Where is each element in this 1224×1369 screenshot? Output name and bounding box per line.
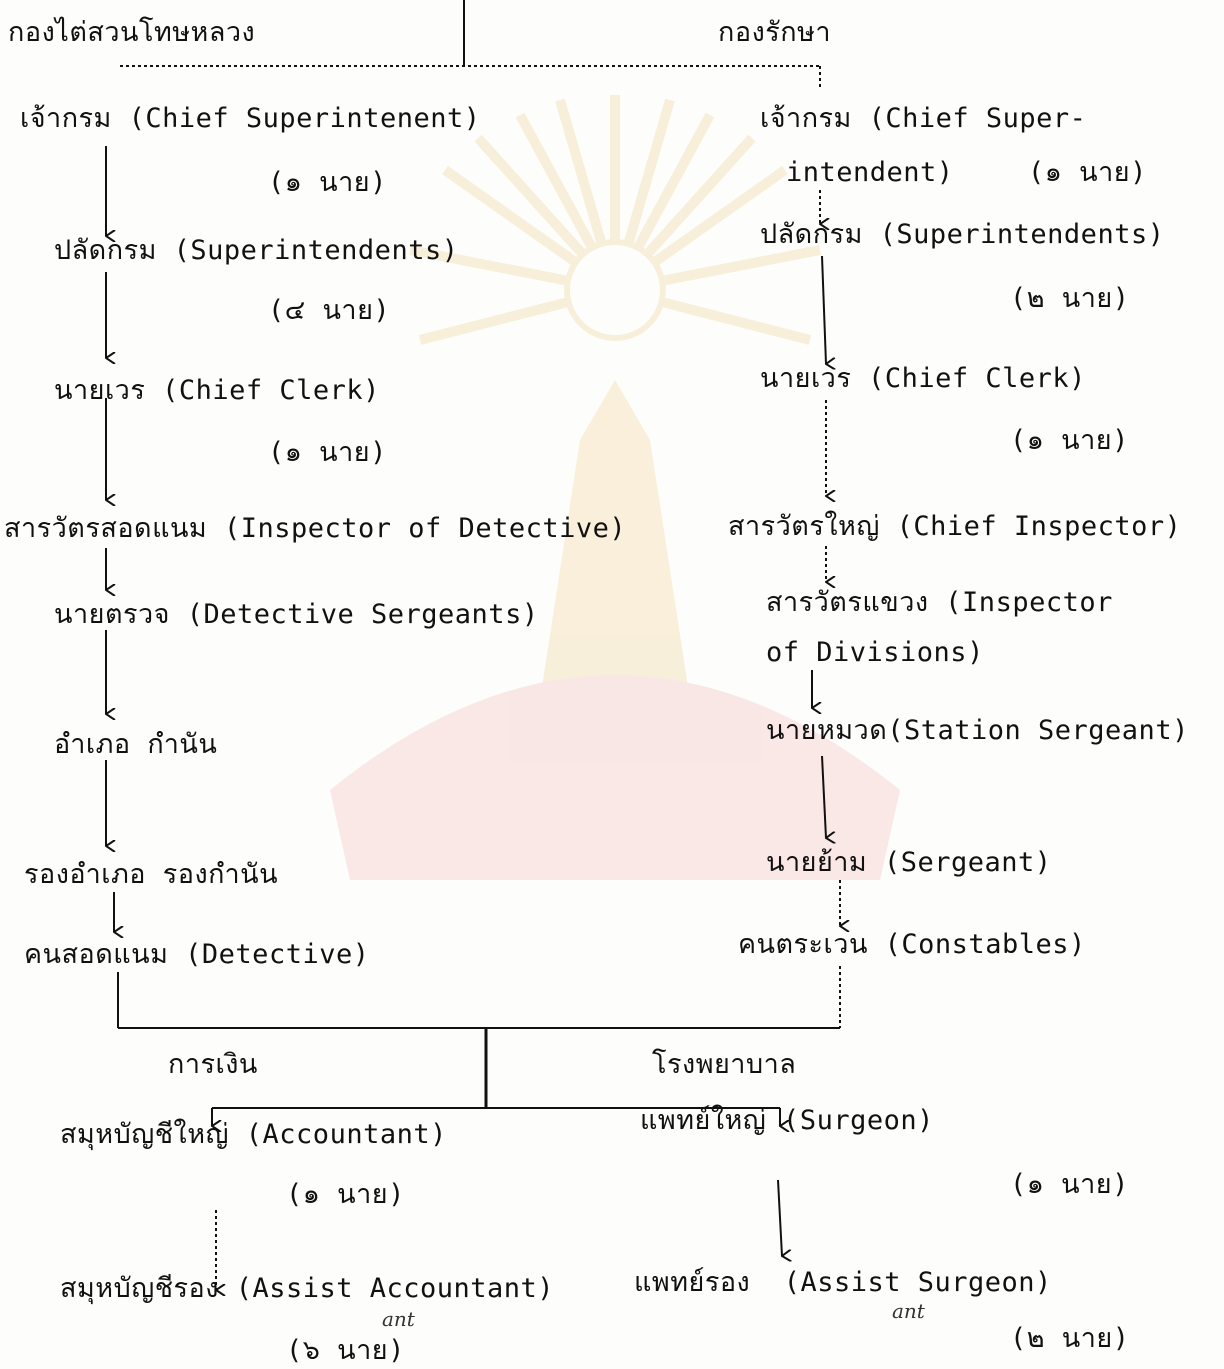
right-node-8: คนตระเวน (Constables)	[738, 929, 1086, 960]
right-node-2: ปลัดกรม (Superintendents)	[760, 219, 1165, 250]
right-node-4: สารวัตรใหญ่ (Chief Inspector)	[728, 511, 1182, 542]
left-node-5: นายตรวจ (Detective Sergeants)	[54, 599, 539, 630]
right-node-5-line2: of Divisions)	[766, 637, 984, 668]
finance-node-2-count: (๖ นาย)	[286, 1335, 405, 1366]
left-node-1: เจ้ากรม (Chief Superintenent)	[20, 103, 481, 134]
left-node-3: นายเวร (Chief Clerk)	[54, 375, 380, 406]
finance-node-2: สมุหบัญชีรอง (Assist Accountant)	[60, 1273, 555, 1304]
right-node-5: สารวัตรแขวง (Inspector	[766, 587, 1113, 618]
right-node-2-count: (๒ นาย)	[1010, 283, 1130, 314]
hospital-node-2-count: (๒ นาย)	[1010, 1323, 1130, 1354]
finance-handwritten-note: ant	[382, 1307, 415, 1331]
hospital-node-1: แพทย์ใหญ่ (Surgeon)	[640, 1105, 934, 1136]
hospital-node-1-count: (๑ นาย)	[1010, 1169, 1129, 1200]
left-node-7: รองอำเภอ รองกำนัน	[24, 859, 279, 890]
left-node-6: อำเภอ กำนัน	[54, 729, 218, 760]
right-node-1-count: (๑ นาย)	[1028, 157, 1147, 188]
hospital-node-2: แพทย์รอง (Assist Surgeon)	[634, 1267, 1052, 1298]
right-arrow-2	[821, 255, 826, 364]
left-node-3-count: (๑ นาย)	[268, 437, 387, 468]
hospital-arrow	[777, 1179, 782, 1256]
branch-left-title: กองไต่สวนโทษหลวง	[8, 17, 256, 48]
branch-right-title: กองรักษา	[718, 17, 832, 48]
seal-rays-icon	[409, 95, 821, 345]
left-node-8: คนสอดแนม (Detective)	[24, 939, 370, 970]
seal-cushion-icon	[330, 675, 900, 880]
right-node-1-line2: intendent)	[786, 157, 954, 188]
left-node-2: ปลัดกรม (Superintendents)	[54, 235, 459, 266]
seal-crown-icon	[540, 380, 690, 700]
right-node-7: นายย้าม (Sergeant)	[766, 847, 1052, 878]
right-node-3: นายเวร (Chief Clerk)	[760, 363, 1086, 394]
left-node-4: สารวัตรสอดแนม (Inspector of Detective)	[4, 513, 627, 544]
right-node-3-count: (๑ นาย)	[1010, 425, 1129, 456]
hospital-handwritten-note: ant	[892, 1299, 925, 1323]
left-node-1-count: (๑ นาย)	[268, 167, 387, 198]
left-node-2-count: (๔ นาย)	[268, 295, 391, 326]
right-node-6: นายหมวด(Station Sergeant)	[766, 715, 1189, 746]
right-node-1: เจ้ากรม (Chief Super-	[760, 103, 1087, 134]
finance-node-1: สมุหบัญชีใหญ่ (Accountant)	[60, 1119, 447, 1150]
right-arrow-6	[821, 755, 826, 838]
branch-hospital-title: โรงพยาบาล	[652, 1049, 797, 1080]
branch-finance-title: การเงิน	[168, 1049, 258, 1080]
finance-node-1-count: (๑ นาย)	[286, 1179, 405, 1210]
